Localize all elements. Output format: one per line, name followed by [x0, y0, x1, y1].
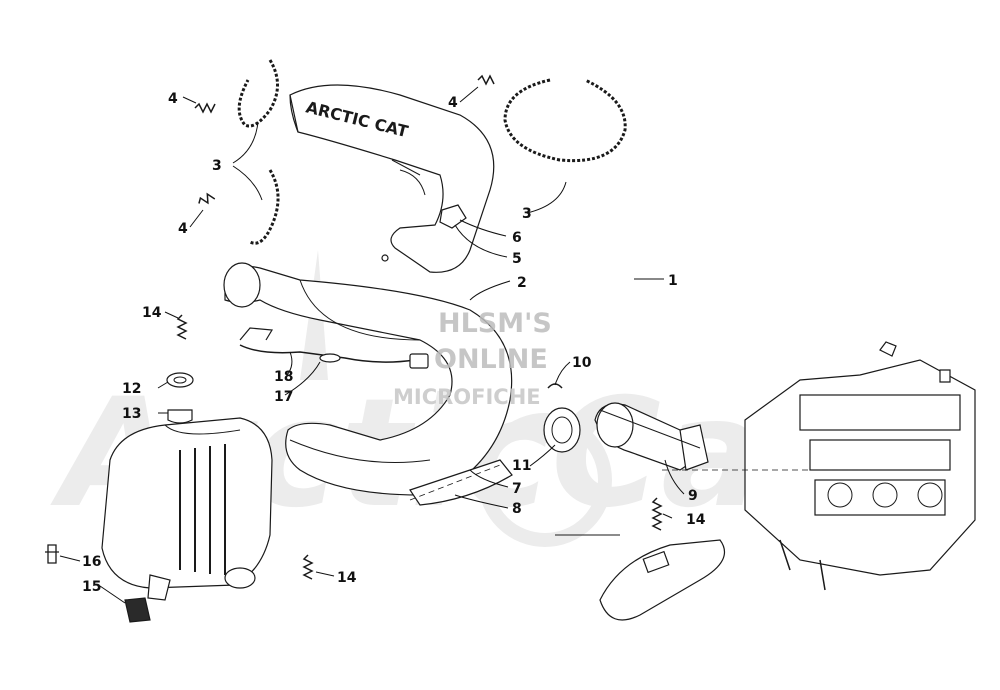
callout-14-upper: 14: [142, 305, 162, 321]
spring-4-a: [194, 102, 216, 114]
spring-14-a: [176, 314, 188, 340]
chamber-inlet: [223, 262, 261, 308]
sensor-wire: [239, 344, 416, 363]
spring-mount-bracket: [599, 539, 725, 621]
callout-3-left: 3: [212, 158, 222, 174]
manifold-inlet: [596, 402, 634, 448]
heat-shield-decal: [439, 204, 467, 229]
chamber-lower-guard: [409, 459, 513, 506]
callout-15: 15: [82, 579, 101, 595]
muffler-grommets: [166, 372, 194, 424]
watermark-line-3: MICROFICHE: [393, 385, 541, 409]
callout-labels: 1 2 3 3 4 4 4 5 6 7 8 9 10 11 12 13 14 1…: [82, 91, 706, 595]
sensor-bracket: [239, 327, 274, 341]
mount-bracket-15: [124, 597, 151, 623]
bolt-16: [45, 544, 59, 564]
callout-5: 5: [512, 251, 522, 267]
callout-7: 7: [512, 481, 522, 497]
sensor-probe: [319, 353, 341, 363]
callout-12: 12: [122, 381, 141, 397]
callout-4-top: 4: [448, 95, 458, 111]
callout-6: 6: [512, 230, 522, 246]
callout-1: 1: [668, 273, 678, 289]
callout-4-lower-left: 4: [178, 221, 188, 237]
exhaust-gaskets: [543, 383, 581, 453]
heat-shield-rivet: [381, 254, 389, 262]
microfiche-watermark: HLSM'S ONLINE MICROFICHE: [393, 308, 552, 409]
watermark-line-1: HLSM'S: [438, 308, 552, 339]
grommet-13: [167, 409, 193, 424]
chain-lower-left: [249, 169, 280, 245]
sensor-harness: [239, 327, 429, 369]
muffler-ribs: [179, 444, 226, 575]
watermark-line-2: ONLINE: [434, 344, 548, 375]
callout-18: 18: [274, 369, 293, 385]
spring-4-c: [477, 74, 495, 86]
callout-16: 16: [82, 554, 101, 570]
spring-14-b: [302, 554, 314, 580]
shield-chains: [237, 59, 627, 245]
muffler-outlet: [224, 567, 256, 589]
callout-8: 8: [512, 501, 522, 517]
leader-lines: [59, 86, 685, 604]
muffler: [101, 417, 273, 601]
sensor-connector: [409, 353, 429, 369]
manifold-flange: [679, 424, 709, 471]
callout-10: 10: [572, 355, 592, 371]
spring-4-b: [198, 192, 216, 205]
chain-upper-left: [237, 59, 279, 128]
callout-17: 17: [274, 389, 293, 405]
heat-shield: ARCTIC CAT: [289, 84, 495, 273]
callout-14-right: 14: [686, 512, 706, 528]
muffler-mount-bracket: [147, 574, 171, 601]
expansion-chamber: [223, 262, 513, 506]
springs-14: [176, 314, 663, 580]
exhaust-manifold: [594, 402, 709, 471]
callout-4-upper-left: 4: [168, 91, 178, 107]
callout-14-lower: 14: [337, 570, 357, 586]
spring-14-c: [651, 497, 663, 531]
callout-13: 13: [122, 406, 141, 422]
engine-block: [744, 341, 976, 591]
callout-9: 9: [688, 488, 698, 504]
springs-4: [194, 74, 495, 205]
callout-11: 11: [512, 458, 531, 474]
callout-2: 2: [517, 275, 527, 291]
callout-3-right: 3: [522, 206, 532, 222]
chain-loop-right: [503, 78, 627, 163]
alignment-dash: [409, 464, 870, 501]
